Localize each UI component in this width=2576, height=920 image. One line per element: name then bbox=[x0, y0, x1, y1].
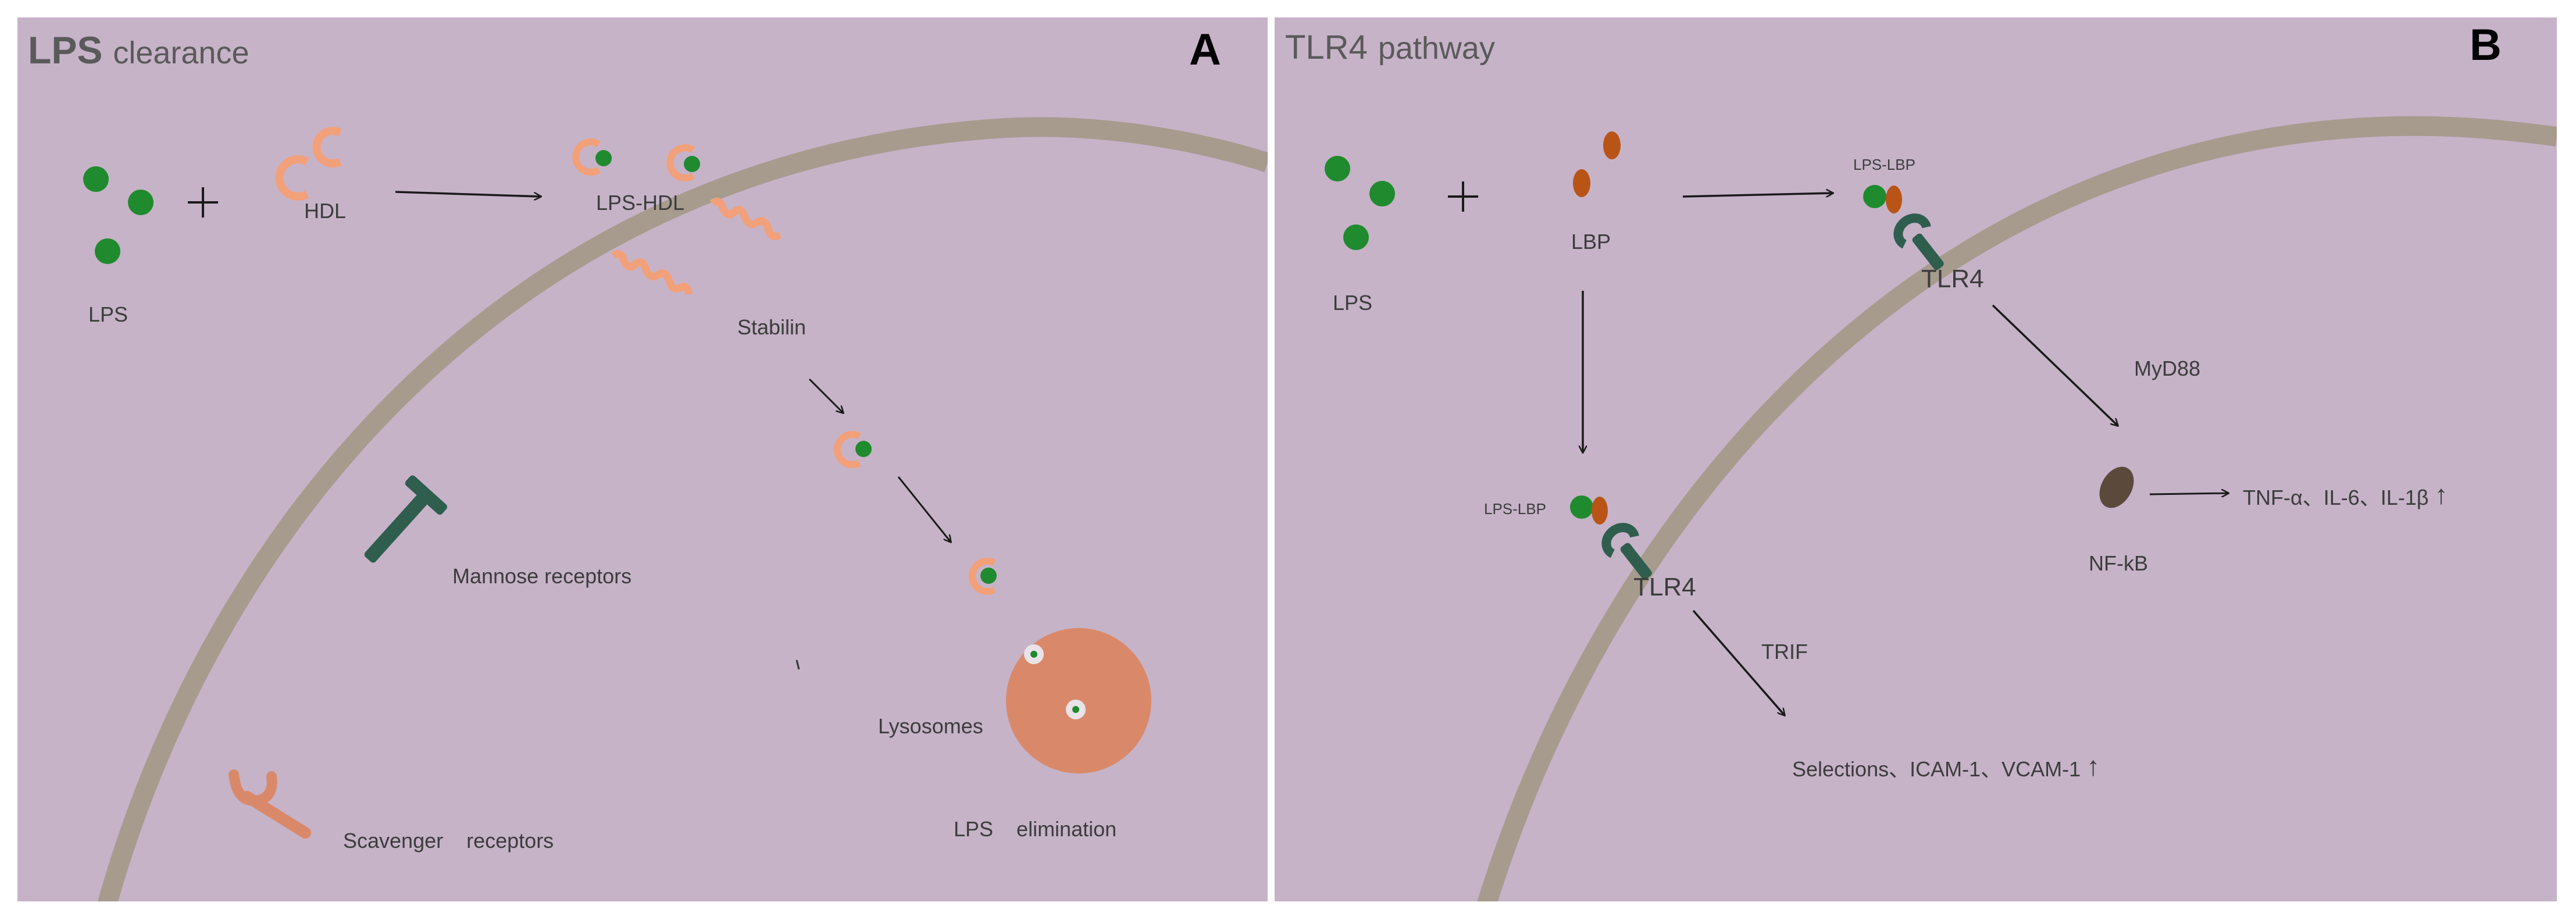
up-arrow-icon: ↑ bbox=[2086, 751, 2100, 781]
lps-hdl-complex bbox=[666, 144, 700, 181]
panel-b-diagram bbox=[1325, 116, 2557, 901]
lps-hdl-complex bbox=[572, 138, 612, 176]
label-adhesion-molecules: Selections、ICAM-1、VCAM-1 ↑ bbox=[1792, 751, 2100, 783]
label-nfkb: NF-kB bbox=[2089, 551, 2148, 575]
lbp-molecule bbox=[1592, 497, 1608, 525]
plus-icon bbox=[188, 187, 218, 217]
panel-a-title: LPS clearance bbox=[28, 28, 249, 72]
panel-a-title-sub: clearance bbox=[113, 35, 249, 70]
lps-molecule bbox=[83, 166, 109, 192]
arrow-to-cytokines bbox=[2149, 493, 2228, 494]
mannose-receptor bbox=[364, 475, 447, 563]
label-cytokines: TNF-α、IL-6、IL-1β ↑ bbox=[2243, 479, 2448, 511]
arrow-to-lps-hdl bbox=[395, 191, 541, 197]
label-lps: LPS bbox=[1333, 291, 1373, 315]
label-scavenger-receptors: Scavenger receptors bbox=[343, 829, 554, 853]
arrow-to-lysosome bbox=[897, 476, 951, 542]
panel-a-letter: A bbox=[1189, 25, 1221, 74]
cell-membrane bbox=[97, 117, 1268, 901]
label-tlr4-bottom: TLR4 bbox=[1633, 573, 1696, 601]
panel-b-title: TLR4 pathway bbox=[1285, 28, 1495, 67]
label-stabilin: Stabilin bbox=[737, 315, 807, 339]
panel-a-diagram bbox=[83, 117, 1268, 901]
label-lps-lbp-top: LPS-LBP bbox=[1853, 156, 1915, 173]
lps-hdl-complex bbox=[833, 431, 872, 468]
scavenger-receptor bbox=[229, 769, 311, 839]
lps-molecule bbox=[1863, 185, 1886, 208]
label-cytokines-text: TNF-α、IL-6、IL-1β bbox=[2243, 486, 2429, 509]
up-arrow-icon: ↑ bbox=[2434, 479, 2448, 509]
panel-divider bbox=[1269, 17, 1273, 901]
plus-icon bbox=[1448, 181, 1478, 212]
stabilin-receptor bbox=[709, 197, 782, 240]
arrow-internalization bbox=[808, 378, 843, 413]
lbp-molecule bbox=[1573, 169, 1590, 197]
panel-b-title-main: TLR4 bbox=[1285, 28, 1368, 66]
speck bbox=[795, 659, 800, 670]
lps-molecule bbox=[128, 190, 154, 215]
lps-molecule bbox=[1325, 156, 1350, 181]
cell-membrane bbox=[1477, 116, 2557, 901]
lps-molecule bbox=[95, 238, 120, 264]
lps-molecule bbox=[1343, 224, 1369, 250]
label-lbp: LBP bbox=[1571, 230, 1611, 254]
label-lps-elimination: LPS elimination bbox=[954, 817, 1117, 841]
label-hdl: HDL bbox=[304, 199, 347, 223]
stabilin-receptor bbox=[611, 249, 693, 295]
label-lps: LPS bbox=[88, 302, 129, 326]
lps-molecule bbox=[1369, 181, 1395, 206]
label-lps-hdl: LPS-HDL bbox=[596, 191, 685, 215]
label-tlr4-top: TLR4 bbox=[1921, 265, 1984, 293]
hdl-particle bbox=[312, 127, 342, 167]
label-myd88: MyD88 bbox=[2134, 356, 2201, 380]
panel-b-title-sub: pathway bbox=[1378, 31, 1495, 66]
lbp-molecule bbox=[1603, 131, 1621, 159]
nfkb-molecule bbox=[2099, 466, 2134, 508]
label-adhesion-text: Selections、ICAM-1、VCAM-1 bbox=[1792, 757, 2081, 781]
panel-b-letter: B bbox=[2470, 20, 2502, 70]
arrow-myd88 bbox=[1992, 304, 2118, 426]
label-lps-lbp-bottom: LPS-LBP bbox=[1484, 500, 1546, 518]
lysosome-vesicle bbox=[1024, 644, 1044, 664]
arrow-to-lps-lbp-top bbox=[1682, 193, 1833, 198]
panel-tlr4-pathway: TLR4 pathway B LPS LBP LPS-LBP TLR4 MyD88… bbox=[1275, 17, 2557, 901]
lps-molecule bbox=[1570, 495, 1593, 519]
label-lysosomes: Lysosomes bbox=[878, 714, 983, 738]
hdl-particle bbox=[275, 155, 309, 201]
lbp-molecule bbox=[1886, 186, 1902, 213]
lysosome-vesicle bbox=[1066, 700, 1086, 719]
tlr4-receptor bbox=[1893, 213, 1944, 270]
panel-a-title-main: LPS bbox=[28, 28, 103, 72]
lps-hdl-complex bbox=[968, 558, 997, 595]
tlr4-receptor bbox=[1601, 523, 1652, 580]
label-mannose-receptors: Mannose receptors bbox=[452, 564, 632, 588]
arrow-trif bbox=[1692, 609, 1785, 715]
label-trif: TRIF bbox=[1761, 640, 1808, 664]
